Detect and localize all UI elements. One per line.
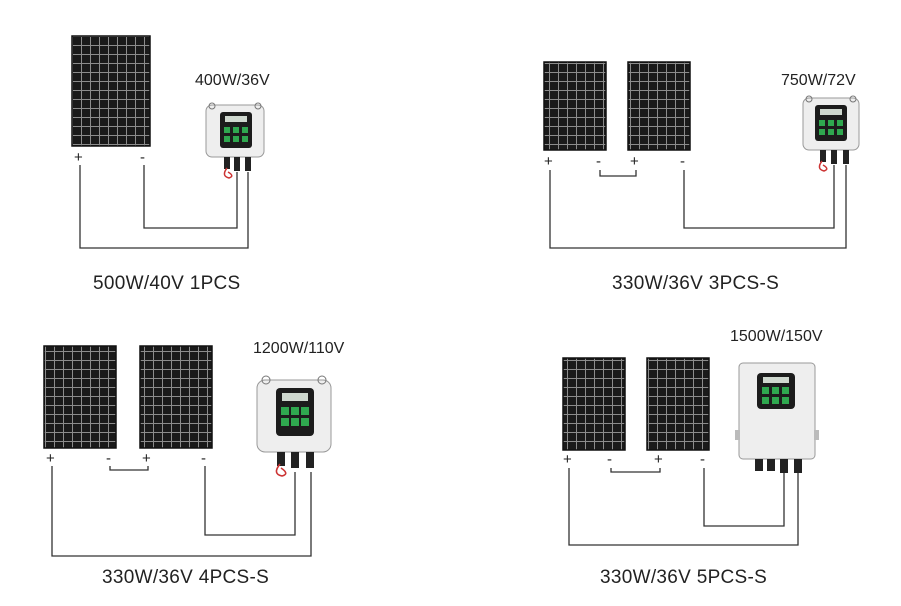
solar-panel-icon [139, 345, 213, 449]
solar-panel-icon [43, 345, 117, 449]
pump-controller-icon [256, 375, 332, 477]
controller-rating: 400W/36V [195, 72, 270, 89]
pump-controller-icon [802, 95, 860, 172]
solar-panel-icon [646, 357, 710, 451]
positive-terminal-label: + [142, 450, 151, 467]
solar-panel-icon [627, 61, 691, 151]
config-4-diagram [562, 357, 819, 546]
controller-rating: 750W/72V [781, 72, 856, 89]
positive-terminal-label: + [74, 149, 83, 166]
panel-config-caption: 330W/36V 5PCS-S [600, 567, 768, 588]
negative-terminal-label: - [596, 153, 601, 170]
panel-config-caption: 330W/36V 4PCS-S [102, 567, 270, 588]
positive-terminal-label: + [544, 153, 553, 170]
negative-terminal-label: - [680, 153, 685, 170]
config-2-diagram [543, 61, 860, 249]
controller-rating: 1200W/110V [253, 340, 345, 357]
positive-terminal-label: + [654, 451, 663, 468]
solar-panel-icon [71, 35, 151, 147]
config-3-diagram [43, 345, 332, 557]
wiring [568, 468, 799, 546]
pump-controller-icon [735, 362, 819, 473]
negative-terminal-label: - [106, 450, 111, 467]
solar-panel-icon [562, 357, 626, 451]
positive-terminal-label: + [46, 450, 55, 467]
negative-terminal-label: - [140, 149, 145, 166]
positive-terminal-label: + [630, 153, 639, 170]
wiring [51, 466, 312, 557]
pump-controller-icon [205, 102, 265, 179]
negative-terminal-label: - [607, 451, 612, 468]
config-1-diagram [71, 35, 265, 249]
panel-config-caption: 330W/36V 3PCS-S [612, 273, 780, 294]
negative-terminal-label: - [700, 451, 705, 468]
negative-terminal-label: - [201, 450, 206, 467]
controller-rating: 1500W/150V [730, 328, 823, 345]
positive-terminal-label: + [563, 451, 572, 468]
solar-panel-icon [543, 61, 607, 151]
panel-config-caption: 500W/40V 1PCS [93, 273, 241, 294]
wiring [79, 165, 249, 249]
wiring [549, 165, 847, 249]
